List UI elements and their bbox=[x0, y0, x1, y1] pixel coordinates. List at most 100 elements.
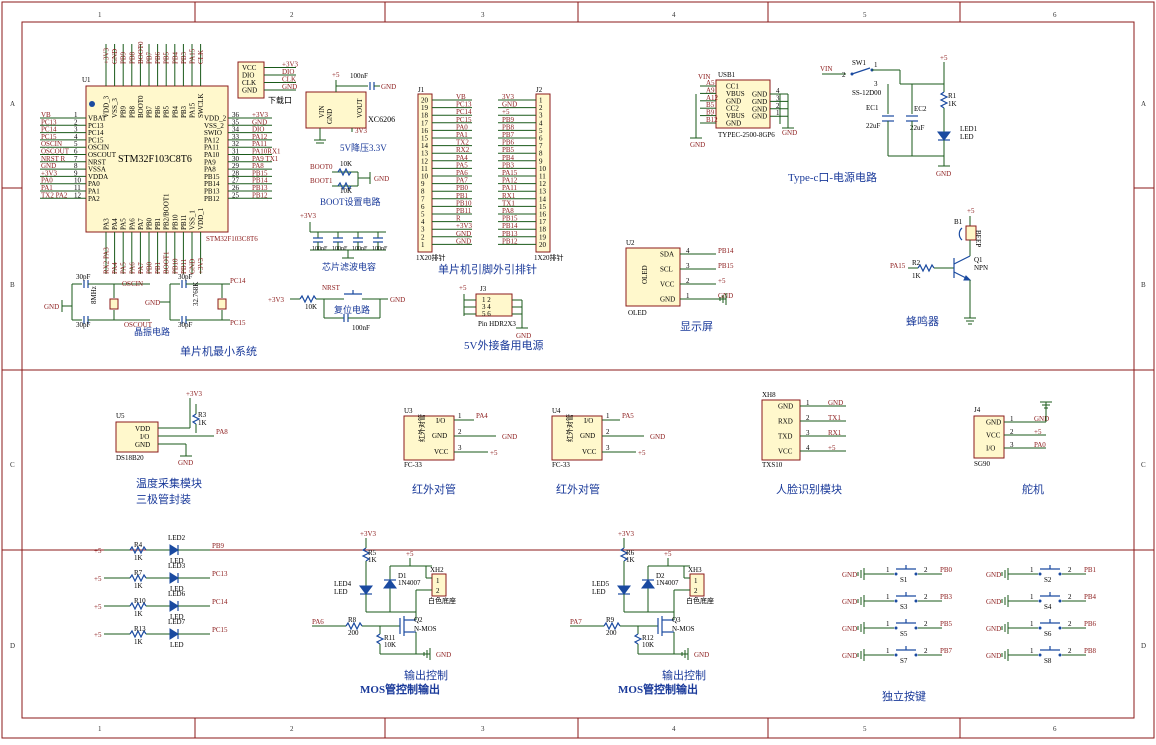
mcu-pin-label: VSS_1 bbox=[189, 210, 197, 230]
led-type: LED bbox=[170, 641, 184, 649]
led-res-val: 1K bbox=[134, 638, 143, 646]
j2-ref: J2 bbox=[536, 86, 543, 94]
typec-gnd-num: 1 bbox=[776, 109, 780, 117]
mcu-pin-label: PB12 bbox=[204, 195, 220, 203]
mos-cap2: MOS管控制输出 bbox=[360, 682, 440, 696]
j1-net: PA4 bbox=[456, 154, 468, 162]
mcu-pin-label: PA8 bbox=[204, 166, 216, 174]
mcu-sub: STM32F103C8T6 bbox=[206, 235, 258, 243]
j1-pin-num: 8 bbox=[421, 188, 425, 196]
xtal-x2: 32.768K bbox=[192, 282, 200, 306]
key-ref: S5 bbox=[900, 630, 908, 638]
xh-pin: 2 bbox=[436, 587, 440, 595]
mcu-net-label: PA10RX1 bbox=[252, 148, 281, 156]
ir2-pin-2: VCC bbox=[582, 448, 597, 456]
face-pin-num: 4 bbox=[806, 444, 810, 452]
ir2-body bbox=[551, 415, 603, 461]
mcu-pin-label: NRST bbox=[88, 158, 107, 166]
key-pin: 2 bbox=[924, 620, 928, 628]
led-net: PC14 bbox=[212, 598, 228, 606]
mcu-net-label: +3V3 bbox=[252, 111, 269, 119]
mcu-pin-label: PB15 bbox=[204, 173, 220, 181]
key-pin: 1 bbox=[1030, 647, 1034, 655]
j2-net: PB13 bbox=[502, 230, 518, 238]
ir1-block: U3 红外对管 I/O GND VCC 1 2 3 PA4 GND +5 FC-… bbox=[403, 407, 517, 496]
j2-pin-num: 4 bbox=[539, 119, 543, 127]
mcu-pin-label: PA1 bbox=[88, 188, 100, 196]
mcu-net-label: +3V3 bbox=[197, 257, 205, 274]
row-label: D bbox=[1141, 642, 1146, 650]
leds-block: +5R41KLED2LEDPB9+5R71KLED3LEDPC13+5R101K… bbox=[94, 534, 228, 649]
led-net: PB9 bbox=[212, 542, 225, 550]
mcu-pin-label: OSCOUT bbox=[88, 151, 117, 159]
mcu-pin-num: 4 bbox=[74, 133, 78, 141]
temp-gnd: GND bbox=[178, 459, 193, 467]
servo-net: +5 bbox=[1034, 428, 1042, 436]
oled-sub: OLED bbox=[628, 309, 647, 317]
j3-net: +5 bbox=[459, 284, 467, 292]
face-part: TXS10 bbox=[762, 461, 783, 469]
mos-r8v: 200 bbox=[348, 629, 359, 637]
key-gnd: GND bbox=[842, 598, 857, 606]
j1-pin-num: 10 bbox=[421, 173, 429, 181]
led-net: PC15 bbox=[212, 626, 228, 634]
j2-pin-num: 20 bbox=[539, 241, 547, 249]
mos-r11: R11 bbox=[384, 634, 396, 642]
j2-pin-num: 14 bbox=[539, 195, 547, 203]
mos-in: PA7 bbox=[570, 618, 582, 626]
mcu-pin-num: 2 bbox=[74, 118, 78, 126]
typec-gnd-num: 4 bbox=[776, 87, 780, 95]
mos-xh: XH2 bbox=[430, 566, 444, 574]
led-type: LED bbox=[170, 613, 184, 621]
mcu-net-label: GND bbox=[252, 118, 267, 126]
led1t: LED bbox=[960, 133, 974, 141]
temp-net: +3V3 bbox=[186, 390, 203, 398]
typec-body bbox=[715, 79, 771, 129]
j2-net: PB15 bbox=[502, 215, 518, 223]
ir1-pin-1: GND bbox=[432, 432, 447, 440]
face-net: GND bbox=[828, 399, 843, 407]
servo-pin: GND bbox=[986, 419, 1001, 427]
temp-pin-1: I/O bbox=[140, 433, 149, 441]
xtal-c3: 30pF bbox=[178, 273, 193, 281]
j1-net: GND bbox=[456, 237, 471, 245]
r3-res bbox=[191, 413, 201, 425]
mcu-pin-label: PB6 bbox=[154, 105, 162, 118]
typec-gnd-label: GND bbox=[752, 113, 767, 121]
typec-gnd-label: GND bbox=[752, 98, 767, 106]
ldo-block: VIN VOUT GND +5 100nF GND 3V3 XC6206 5V降… bbox=[305, 71, 396, 153]
j2-pin-num: 10 bbox=[539, 165, 547, 173]
sw-pin: 1 bbox=[874, 61, 878, 69]
typec-vin: VIN bbox=[698, 73, 710, 81]
r2v: 1K bbox=[912, 272, 921, 280]
reset-res bbox=[299, 294, 317, 304]
mcu-pin-num: 35 bbox=[232, 118, 240, 126]
q1t: NPN bbox=[974, 264, 988, 272]
j2-net: PA11 bbox=[502, 184, 518, 192]
mcu-pin-label: PA12 bbox=[204, 136, 220, 144]
mcu-pin-num: 29 bbox=[232, 162, 240, 170]
mcu-pin-label: PB7 bbox=[146, 105, 154, 118]
j1-pin-num: 18 bbox=[421, 112, 429, 120]
pin1-dot bbox=[89, 101, 95, 107]
beep-symbol bbox=[958, 227, 963, 241]
ext-power-caption: 5V外接备用电源 bbox=[464, 338, 543, 352]
led-type: LED bbox=[170, 585, 184, 593]
buz-part: BEEP bbox=[974, 230, 982, 247]
col-label: 6 bbox=[1053, 11, 1057, 19]
mcu-pin-label: PB5 bbox=[163, 105, 171, 118]
j1-net: PB11 bbox=[456, 207, 472, 215]
j1-net: +3V3 bbox=[456, 222, 473, 230]
keys-caption: 独立按键 bbox=[882, 689, 926, 703]
row-label: A bbox=[1141, 100, 1146, 108]
mcu-net-label: PB15 bbox=[252, 169, 268, 177]
key-net: PB5 bbox=[940, 620, 953, 628]
mos-dv: 1N4007 bbox=[398, 579, 421, 587]
mcu-pin-label: PB10 bbox=[171, 214, 179, 230]
mcu-net-label: OSCIN bbox=[41, 140, 62, 148]
j1-net: PA1 bbox=[456, 131, 468, 139]
key-pin: 2 bbox=[924, 647, 928, 655]
